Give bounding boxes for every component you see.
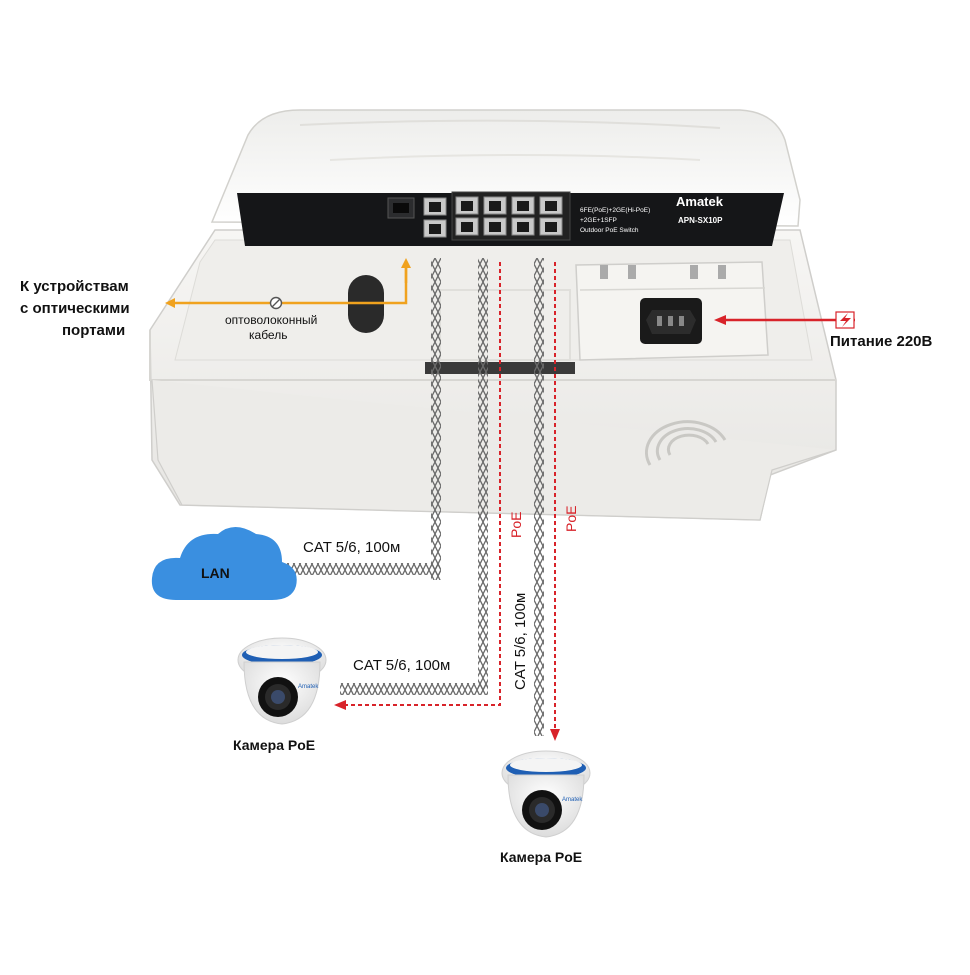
camera-1-label: Камера PoE (233, 737, 316, 753)
ethernet-ports-poe (455, 196, 563, 236)
switch-spec-2: +2GE+1SFP (580, 217, 617, 224)
cable-lan-label: CAT 5/6, 100м (303, 539, 401, 556)
switch-brand: Amatek (676, 194, 724, 209)
lan-label: LAN (201, 565, 230, 581)
cable-cam2-twisted (534, 258, 544, 736)
poe-label-2: PoE (563, 505, 579, 532)
poe-label-1: PoE (508, 511, 524, 538)
poe-line-cam1 (334, 262, 501, 710)
optical-devices-label-1: К устройствам (20, 278, 129, 295)
cable-cam1-twisted (478, 258, 488, 690)
power-module (575, 261, 769, 361)
camera-1-icon (237, 637, 327, 725)
lightning-icon (835, 311, 855, 329)
cable-cam2-label: CAT 5/6, 100м (512, 592, 529, 690)
cable-lan-horizontal (286, 563, 440, 575)
fiber-cable-label-2: кабель (249, 328, 288, 342)
camera-2-label: Камера PoE (500, 849, 583, 865)
lan-cloud-icon (151, 527, 297, 600)
switch-model: APN-SX10P (678, 216, 723, 225)
cable-cam1-label: CAT 5/6, 100м (353, 657, 451, 674)
cable-cam1-horizontal (340, 683, 488, 695)
camera-2-icon (501, 750, 591, 838)
switch-panel (237, 191, 784, 246)
cable-lan-twisted (431, 258, 441, 580)
fiber-cable-label-1: оптоволоконный (225, 313, 318, 327)
power-label: Питание 220В (830, 333, 933, 350)
ethernet-ports-uplink (423, 197, 447, 238)
camera-2-brand: Amatek (562, 797, 583, 803)
optical-devices-label-2: с оптическими (20, 300, 130, 317)
vent-grille (644, 420, 727, 466)
camera-1-brand: Amatek (298, 684, 319, 690)
switch-spec-3: Outdoor PoE Switch (580, 227, 639, 234)
switch-spec-1: 6FE(PoE)+2GE(Hi-PoE) (580, 207, 650, 214)
optical-devices-label-3: портами (62, 322, 126, 339)
